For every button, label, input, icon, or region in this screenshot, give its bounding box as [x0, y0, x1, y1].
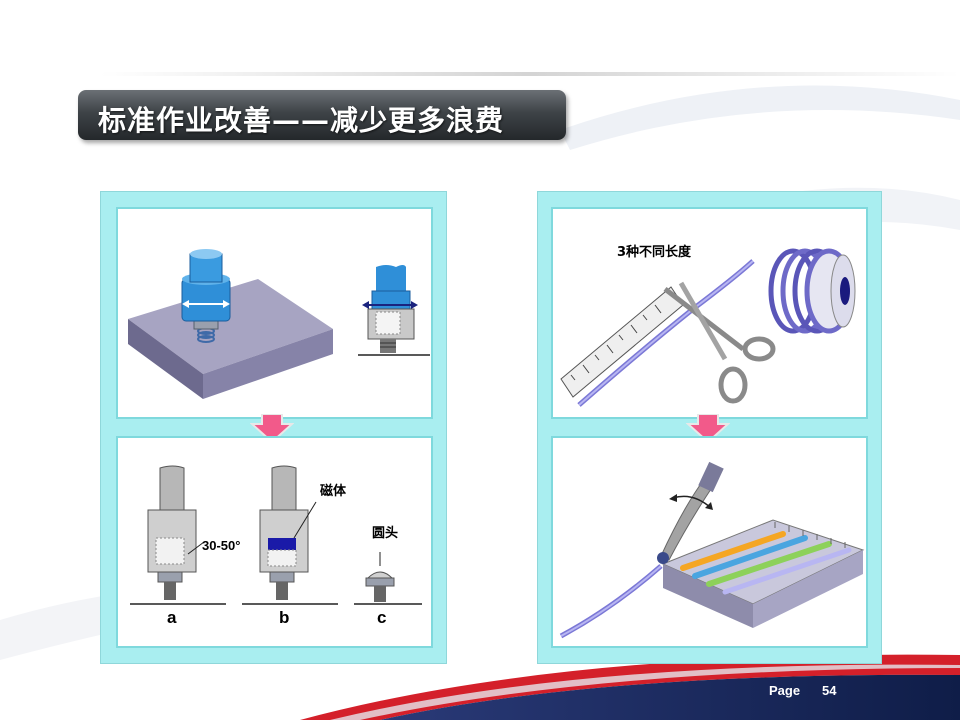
- scissors-icon: [663, 281, 776, 404]
- ruler-icon: [560, 286, 684, 398]
- cutting-blade-icon: [657, 461, 724, 564]
- variant-a-locator: [130, 465, 226, 605]
- title-bar: 标准作业改善——减少更多浪费: [78, 90, 566, 140]
- length-label: 3种不同长度: [617, 245, 692, 260]
- footer-red-swoosh: [300, 654, 960, 720]
- right-down-arrow: [686, 414, 730, 444]
- cable-cutting-illustration: [560, 248, 856, 407]
- variant-c-label: c: [377, 608, 387, 627]
- base-block-left: [128, 319, 203, 399]
- right-top-card: 3种不同长度: [551, 207, 868, 419]
- footer-navy-band: [380, 674, 960, 720]
- left-bottom-card: 30-50° 磁体 圆头 a b c: [116, 436, 433, 648]
- variant-a-label: a: [167, 608, 177, 627]
- variant-c-locator: [354, 552, 422, 605]
- page-label: Page: [769, 683, 801, 698]
- round-head-label: 圆头: [372, 526, 399, 541]
- fixture-illustration: [128, 249, 430, 399]
- page-title: 标准作业改善——减少更多浪费: [98, 104, 505, 137]
- variant-b-label: b: [279, 608, 290, 627]
- base-block-top: [128, 279, 333, 374]
- page-number: 54: [822, 683, 837, 698]
- right-bottom-card: [551, 436, 868, 648]
- magnet-label: 磁体: [320, 484, 347, 499]
- cable-spool-icon: [768, 248, 856, 334]
- left-down-arrow: [250, 414, 294, 444]
- variant-b-locator: [242, 465, 338, 605]
- side-view-diagram: [358, 265, 430, 356]
- locator-variants-diagram: [130, 465, 422, 605]
- base-block-right: [203, 329, 333, 399]
- cutting-jig-illustration: [559, 461, 865, 639]
- left-top-card: [116, 207, 433, 419]
- angle-label: 30-50°: [202, 538, 241, 553]
